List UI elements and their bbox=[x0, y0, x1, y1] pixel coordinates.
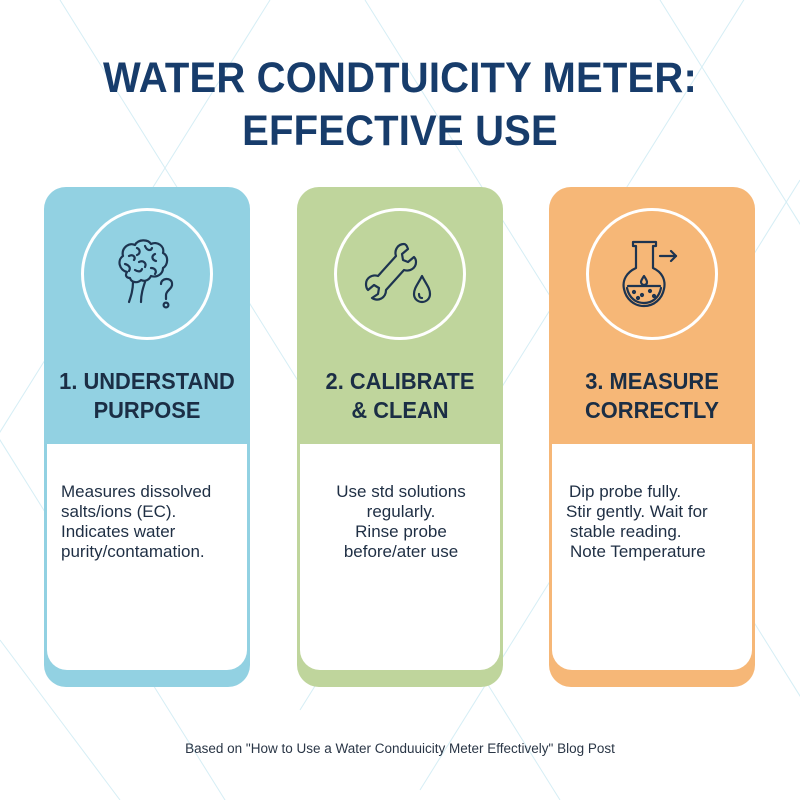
heading-line-2: PURPOSE bbox=[93, 397, 201, 423]
card-body: Measures dissolved salts/ions (EC). Indi… bbox=[47, 444, 247, 670]
heading-line-2: & CLEAN bbox=[351, 397, 449, 423]
card-body: Dip probe fully. Stir gently. Wait for s… bbox=[552, 444, 752, 670]
description-line: Measures dissolved bbox=[61, 482, 212, 501]
description-line: salts/ions (EC). bbox=[61, 502, 177, 521]
card-heading: 3. MEASURE CORRECTLY bbox=[554, 367, 750, 425]
wrench-drop-icon bbox=[364, 242, 432, 304]
card-heading: 2. CALIBRATE & CLEAN bbox=[302, 367, 498, 425]
icon-circle bbox=[586, 208, 718, 340]
heading-line-2: CORRECTLY bbox=[585, 397, 719, 423]
card-heading: 1. UNDERSTAND PURPOSE bbox=[49, 367, 245, 425]
description-line: Use std solutions bbox=[336, 482, 466, 501]
step-card-measure-correctly: 3. MEASURE CORRECTLY Dip probe fully. St… bbox=[549, 187, 755, 687]
heading-line-1: 3. MEASURE bbox=[585, 368, 719, 394]
description-line: stable reading. bbox=[570, 522, 682, 541]
flask-arrow-icon bbox=[622, 240, 678, 308]
description-line: regularly. bbox=[366, 502, 436, 521]
step-card-understand-purpose: 1. UNDERSTAND PURPOSE Measures dissolved… bbox=[44, 187, 250, 687]
description-line: Stir gently. Wait for bbox=[566, 502, 708, 521]
description-line: Rinse probe bbox=[355, 522, 447, 541]
description-line: purity/contamation. bbox=[61, 542, 205, 561]
source-footer: Based on "How to Use a Water Conduuicity… bbox=[185, 741, 615, 756]
heading-line-1: 1. UNDERSTAND bbox=[59, 368, 235, 394]
description-line: before/ater use bbox=[343, 542, 459, 561]
card-description: Use std solutions regularly. Rinse probe… bbox=[300, 482, 500, 562]
brain-question-icon bbox=[118, 239, 174, 309]
title-line-2: EFFECTIVE USE bbox=[242, 107, 558, 155]
card-description: Dip probe fully. Stir gently. Wait for s… bbox=[552, 482, 752, 562]
description-line: Dip probe fully. bbox=[569, 482, 682, 501]
step-card-calibrate-clean: 2. CALIBRATE & CLEAN Use std solutions r… bbox=[297, 187, 503, 687]
title-line-1: WATER CONDTUICITY METER: bbox=[103, 54, 697, 102]
heading-line-1: 2. CALIBRATE bbox=[325, 368, 475, 394]
page-title: WATER CONDTUICITY METER: EFFECTIVE USE bbox=[28, 52, 772, 158]
icon-circle bbox=[81, 208, 213, 340]
icon-circle bbox=[334, 208, 466, 340]
card-body: Use std solutions regularly. Rinse probe… bbox=[300, 444, 500, 670]
description-line: Indicates water bbox=[61, 522, 176, 541]
card-description: Measures dissolved salts/ions (EC). Indi… bbox=[47, 482, 247, 562]
description-line: Note Temperature bbox=[570, 542, 706, 561]
